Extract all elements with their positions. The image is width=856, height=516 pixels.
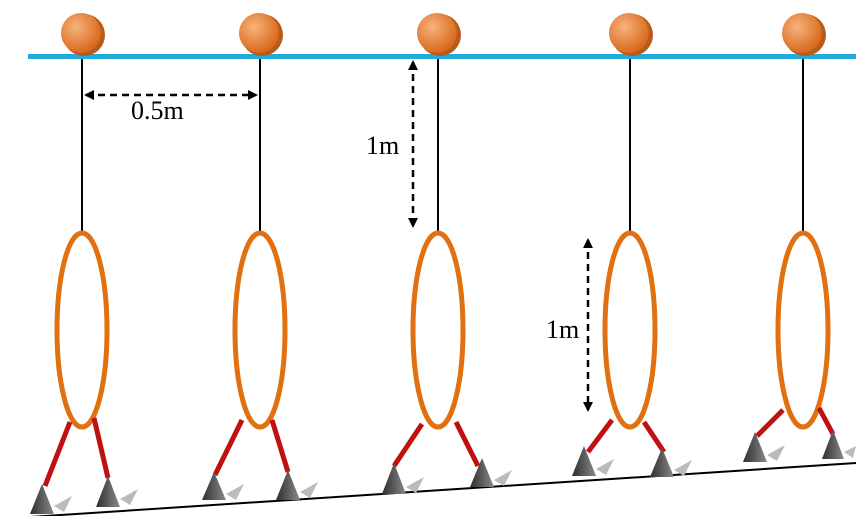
rail-ball (782, 13, 822, 53)
unit-5 (743, 56, 856, 462)
wire-length-label: 1m (366, 131, 399, 160)
right-leg (641, 420, 667, 454)
right-foot-shadow (120, 489, 138, 505)
unit-3 (382, 56, 512, 494)
top-rail (28, 54, 856, 59)
left-leg (391, 422, 425, 468)
loop-height-label: 1m (546, 315, 579, 344)
right-foot-shadow (300, 482, 318, 498)
rail-ball (609, 13, 649, 53)
right-foot-shadow (674, 460, 692, 476)
unit-2 (202, 56, 318, 500)
left-foot-shadow (596, 459, 614, 475)
left-leg (212, 418, 245, 477)
right-foot-shadow (844, 446, 856, 458)
right-leg (816, 406, 836, 436)
left-foot (202, 472, 226, 500)
left-foot-shadow (767, 445, 785, 461)
right-leg (91, 417, 111, 479)
right-foot (822, 430, 844, 459)
rail-ball (417, 13, 457, 53)
right-leg (453, 420, 481, 468)
loop-ring (410, 230, 466, 430)
rail-ball (239, 13, 279, 53)
right-foot-shadow (494, 470, 512, 486)
left-foot-shadow (54, 496, 72, 512)
left-leg (586, 418, 614, 454)
right-foot (470, 458, 494, 487)
right-leg (269, 419, 291, 473)
left-foot (743, 432, 767, 462)
rail-ball (61, 13, 101, 53)
right-foot (650, 448, 674, 477)
left-leg (42, 421, 73, 487)
right-foot (276, 470, 300, 500)
spacing-label: 0.5m (131, 96, 184, 125)
rail-balls (61, 13, 826, 56)
right-foot (96, 476, 120, 507)
left-foot (382, 463, 406, 494)
unit-4 (572, 56, 692, 477)
left-foot (572, 446, 596, 476)
unit-1 (30, 56, 138, 514)
left-foot-shadow (226, 484, 244, 500)
left-leg (755, 408, 785, 438)
loop-ring (232, 230, 288, 430)
loop-ring (602, 230, 658, 430)
loop-ring (775, 230, 831, 430)
loop-ring (54, 230, 110, 430)
left-foot-shadow (406, 477, 424, 493)
ground-line (29, 462, 856, 516)
left-foot (30, 484, 54, 514)
